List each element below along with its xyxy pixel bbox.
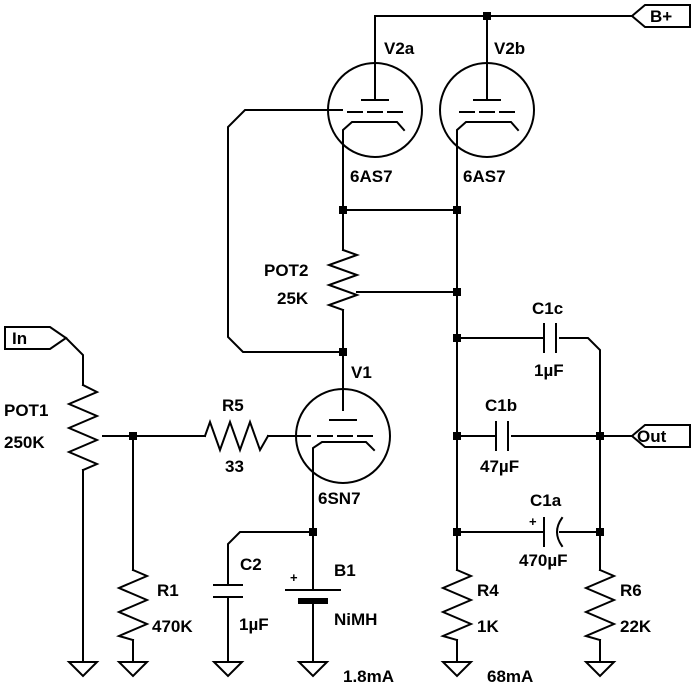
r5-label: R5 [222,396,244,415]
tube-v2b [439,62,535,158]
c1b-value: 47µF [480,457,519,476]
pot1-label: POT1 [4,401,48,420]
r1-label: R1 [157,581,179,600]
in-label: In [12,329,27,348]
pot2-value: 25K [277,289,309,308]
junction-dots [129,12,604,536]
v2b-type-label: 6AS7 [463,167,506,186]
pot1-resistor [66,383,100,472]
r5-resistor [203,419,270,453]
current-v2-label: 68mA [487,667,533,686]
c1a-capacitor [543,516,564,548]
in-port [4,326,68,350]
c1a-label: C1a [530,491,562,510]
bplus-label: B+ [650,7,672,26]
bplus-port [630,4,691,28]
current-v1-label: 1.8mA [343,667,394,686]
r5-value: 33 [225,457,244,476]
c1a-value: 470µF [519,551,568,570]
c1a-plus-label: + [529,514,537,529]
tube-v2a [327,62,423,158]
c2-capacitor [213,584,243,611]
r6-resistor [583,568,617,642]
pot2-resistor [326,248,360,312]
out-label: Out [637,427,667,446]
v2a-label: V2a [384,39,415,58]
labels: B+ In Out V2a V2b 6AS7 6AS7 V1 6SN7 POT2… [4,7,672,686]
r6-label: R6 [620,581,642,600]
r4-value: 1K [477,617,499,636]
c1c-capacitor [543,323,557,353]
c1c-label: C1c [532,299,563,318]
v2a-type-label: 6AS7 [350,167,393,186]
pot2-label: POT2 [264,261,308,280]
c1b-capacitor [495,421,509,451]
r1-resistor [116,568,150,642]
r1-value: 470K [152,617,193,636]
c1b-label: C1b [485,396,517,415]
c1c-value: 1µF [534,361,564,380]
r6-value: 22K [620,617,652,636]
b1-battery [285,589,341,604]
b1-value: NiMH [334,610,377,629]
r4-resistor [440,568,474,642]
c2-label: C2 [240,555,262,574]
out-port [630,424,691,448]
ground-symbols [66,661,617,678]
pot1-value: 250K [4,433,45,452]
b1-plus-label: + [290,570,298,585]
c2-value: 1µF [239,615,269,634]
v1-label: V1 [351,363,372,382]
v1-type-label: 6SN7 [318,489,361,508]
r4-label: R4 [477,581,499,600]
v2b-label: V2b [494,39,525,58]
b1-label: B1 [334,561,356,580]
tube-v1 [295,388,391,484]
